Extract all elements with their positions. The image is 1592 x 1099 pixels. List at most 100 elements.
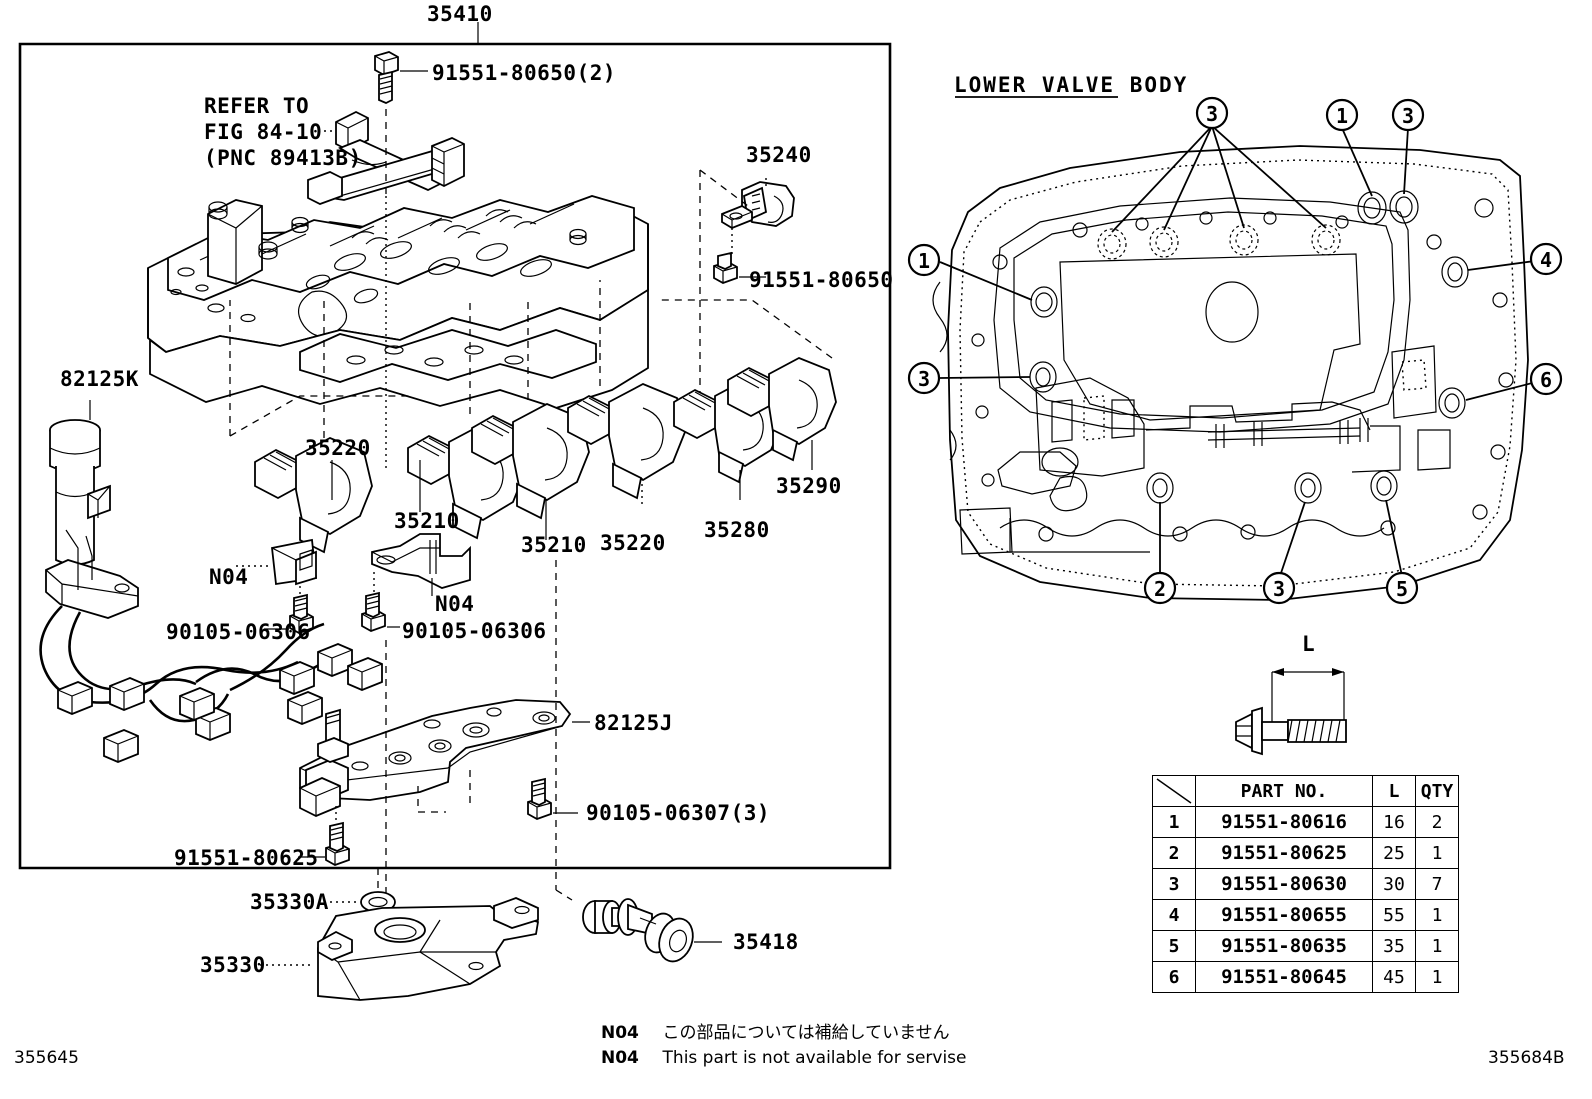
label-bolt-90105-06306-b: 90105-06306 bbox=[402, 619, 547, 643]
solenoid-35290-illustration bbox=[727, 357, 837, 462]
table-cell-index: 1 bbox=[1152, 806, 1196, 838]
bolt-91551-80650-2-illustration bbox=[374, 51, 428, 104]
table-row: 3 91551-80630 30 7 bbox=[1152, 868, 1459, 900]
label-dimension-L: L bbox=[1302, 632, 1316, 656]
svg-text:5: 5 bbox=[1396, 577, 1408, 601]
svg-text:1: 1 bbox=[918, 249, 930, 273]
strainer-35330-illustration bbox=[248, 897, 540, 1001]
table-header-partno: PART NO. bbox=[1195, 775, 1373, 807]
table-row: 5 91551-80635 35 1 bbox=[1152, 930, 1459, 962]
solenoid-leaders bbox=[331, 440, 813, 540]
table-cell-qty: 7 bbox=[1415, 868, 1459, 900]
refer-note-line3: (PNC 89413B) bbox=[204, 146, 362, 170]
label-35240: 35240 bbox=[746, 143, 812, 167]
label-35220-b: 35220 bbox=[600, 531, 666, 555]
table-cell-qty: 1 bbox=[1415, 961, 1459, 993]
refer-note-line2: FIG 84-10 bbox=[204, 120, 323, 144]
valve-35418-illustration bbox=[555, 889, 722, 963]
table-cell-partno: 91551-80630 bbox=[1195, 868, 1373, 900]
manual-lever-illustration bbox=[307, 110, 465, 205]
solenoid-35220-b-illustration bbox=[567, 383, 686, 500]
lower-valve-body-title: LOWER VALVE BODY bbox=[954, 73, 1189, 97]
callout-1-top: 1 bbox=[1325, 98, 1359, 132]
label-82125J: 82125J bbox=[594, 711, 673, 735]
label-35210-b: 35210 bbox=[521, 533, 587, 557]
bolt-hole-markers bbox=[1029, 190, 1469, 504]
assembly-guides bbox=[229, 280, 833, 438]
label-bolt-91551-80650-2: 91551-80650(2) bbox=[432, 61, 617, 85]
footnote-jp-code: N04 bbox=[601, 1023, 639, 1043]
callouts-group: 3 1 3 1 3 4 6 2 3 5 bbox=[907, 96, 1563, 605]
table-cell-qty: 1 bbox=[1415, 899, 1459, 931]
table-row: 6 91551-80645 45 1 bbox=[1152, 961, 1459, 993]
svg-text:2: 2 bbox=[1154, 577, 1166, 601]
label-bolt-90105-06307: 90105-06307(3) bbox=[586, 801, 771, 825]
bolt-91551-80625-illustration bbox=[298, 806, 350, 866]
callout-2-bottom: 2 bbox=[1143, 571, 1177, 605]
label-bolt-90105-06306-a: 90105-06306 bbox=[166, 620, 311, 644]
svg-text:3: 3 bbox=[1273, 577, 1285, 601]
bracket-n04-left-illustration bbox=[236, 538, 317, 610]
oring-35330A-illustration bbox=[330, 868, 396, 930]
footnote-english: N04 This part is not available for servi… bbox=[601, 1048, 967, 1068]
solenoid-35220-a-illustration bbox=[254, 437, 373, 554]
svg-text:3: 3 bbox=[1206, 102, 1218, 126]
label-82125K: 82125K bbox=[60, 367, 139, 391]
footnote-japanese: N04 この部品については補給していません bbox=[601, 1018, 950, 1043]
footnote-jp-text: この部品については補給していません bbox=[662, 1023, 950, 1043]
table-header-row: PART NO. L QTY bbox=[1152, 775, 1459, 807]
harness-plate-82125J-illustration bbox=[299, 699, 590, 817]
table-cell-qty: 1 bbox=[1415, 837, 1459, 869]
callout-6-right: 6 bbox=[1529, 362, 1563, 396]
diagonal-slash-icon bbox=[1156, 778, 1192, 804]
table-cell-length: 25 bbox=[1372, 837, 1416, 869]
parts-table: PART NO. L QTY 1 91551-80616 16 2 2 9155… bbox=[1152, 775, 1459, 993]
svg-text:1: 1 bbox=[1336, 104, 1348, 128]
callout-3-left: 3 bbox=[907, 361, 941, 395]
table-cell-length: 30 bbox=[1372, 868, 1416, 900]
table-cell-partno: 91551-80625 bbox=[1195, 837, 1373, 869]
label-35290: 35290 bbox=[776, 474, 842, 498]
label-35220-a: 35220 bbox=[305, 436, 371, 460]
svg-text:3: 3 bbox=[1402, 104, 1414, 128]
footnote-en-code: N04 bbox=[601, 1048, 639, 1068]
callout-4-right: 4 bbox=[1529, 242, 1563, 276]
footer-right-code: 355684B bbox=[1488, 1048, 1565, 1068]
table-cell-qty: 1 bbox=[1415, 930, 1459, 962]
bolt-90105-06307-illustration bbox=[527, 777, 578, 820]
table-cell-qty: 2 bbox=[1415, 806, 1459, 838]
callout-5-bottom: 5 bbox=[1385, 571, 1419, 605]
label-bolt-91551-80625: 91551-80625 bbox=[174, 846, 319, 870]
callout-3-bottom: 3 bbox=[1262, 571, 1296, 605]
table-cell-partno: 91551-80645 bbox=[1195, 961, 1373, 993]
valve-body-illustration bbox=[147, 195, 649, 409]
label-35330A: 35330A bbox=[250, 890, 329, 914]
refer-note-line1: REFER TO bbox=[204, 94, 310, 118]
label-35418: 35418 bbox=[733, 930, 799, 954]
callout-3-top: 3 bbox=[1195, 96, 1229, 130]
table-cell-partno: 91551-80616 bbox=[1195, 806, 1373, 838]
table-cell-length: 16 bbox=[1372, 806, 1416, 838]
table-cell-length: 45 bbox=[1372, 961, 1416, 993]
bolt-dimension-illustration bbox=[1235, 668, 1347, 756]
table-header-index bbox=[1152, 775, 1196, 807]
label-n04-left: N04 bbox=[209, 565, 249, 589]
table-row: 4 91551-80655 55 1 bbox=[1152, 899, 1459, 931]
label-35330: 35330 bbox=[200, 953, 266, 977]
table-cell-index: 6 bbox=[1152, 961, 1196, 993]
table-cell-length: 35 bbox=[1372, 930, 1416, 962]
table-row: 2 91551-80625 25 1 bbox=[1152, 837, 1459, 869]
table-header-l: L bbox=[1372, 775, 1416, 807]
table-cell-index: 5 bbox=[1152, 930, 1196, 962]
label-bolt-91551-80650: 91551-80650 bbox=[749, 268, 894, 292]
label-main-assembly: 35410 bbox=[427, 2, 493, 26]
table-cell-index: 3 bbox=[1152, 868, 1196, 900]
solenoid-35240-illustration bbox=[699, 169, 795, 440]
svg-text:3: 3 bbox=[918, 367, 930, 391]
table-cell-index: 4 bbox=[1152, 899, 1196, 931]
svg-text:6: 6 bbox=[1540, 368, 1552, 392]
callout-1-left: 1 bbox=[907, 243, 941, 277]
main-assembly-frame bbox=[18, 22, 892, 870]
